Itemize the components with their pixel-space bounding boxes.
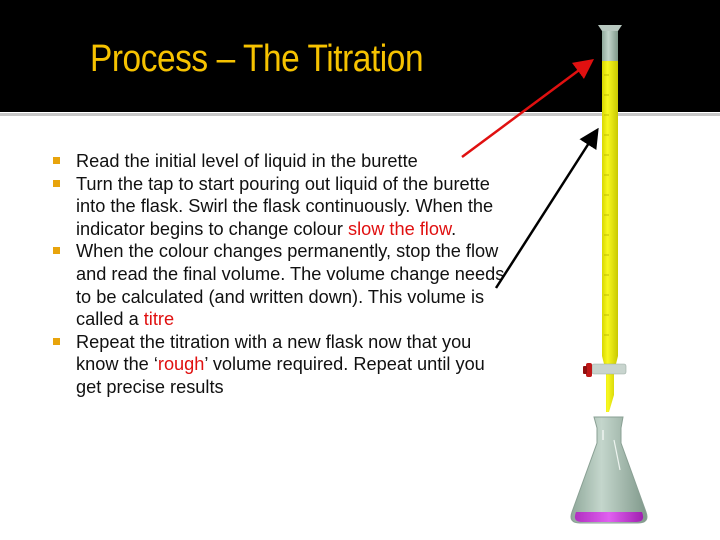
- conical-flask-icon: [570, 416, 648, 524]
- bullet-text: ’ volume required. Repeat until you get …: [76, 354, 485, 397]
- header-divider: [0, 112, 720, 116]
- bullet-item: Read the initial level of liquid in the …: [52, 150, 512, 173]
- red-arrow-icon: [461, 59, 595, 159]
- bullet-text: When the colour changes permanently, sto…: [76, 241, 505, 330]
- bullet-text: Turn the tap to start pouring out liquid…: [76, 173, 494, 239]
- highlight-text: slow the flow: [347, 218, 452, 239]
- bullet-text: Read the initial level of liquid in the …: [76, 151, 418, 171]
- stopcock-tap-icon: [583, 363, 627, 377]
- square-bullet-icon: [53, 179, 60, 187]
- titration-illustration: [461, 25, 648, 524]
- square-bullet-icon: [53, 157, 60, 164]
- black-arrow-icon: [494, 127, 599, 289]
- highlight-text: rough: [157, 354, 205, 375]
- title-bar: [0, 0, 720, 112]
- bullet-list: Read the initial level of liquid in the …: [52, 150, 512, 399]
- slide-title: Process – The Titration: [90, 38, 424, 80]
- bullet-item: When the colour changes permanently, sto…: [52, 240, 512, 330]
- bullet-text: Repeat the titration with a new flask no…: [76, 331, 472, 375]
- square-bullet-icon: [53, 337, 60, 345]
- bullet-text: .: [451, 218, 457, 239]
- highlight-text: titre: [143, 309, 175, 330]
- bullet-item: Turn the tap to start pouring out liquid…: [52, 173, 512, 241]
- bullet-item: Repeat the titration with a new flask no…: [52, 331, 512, 399]
- burette-icon: [598, 25, 622, 412]
- square-bullet-icon: [53, 247, 60, 255]
